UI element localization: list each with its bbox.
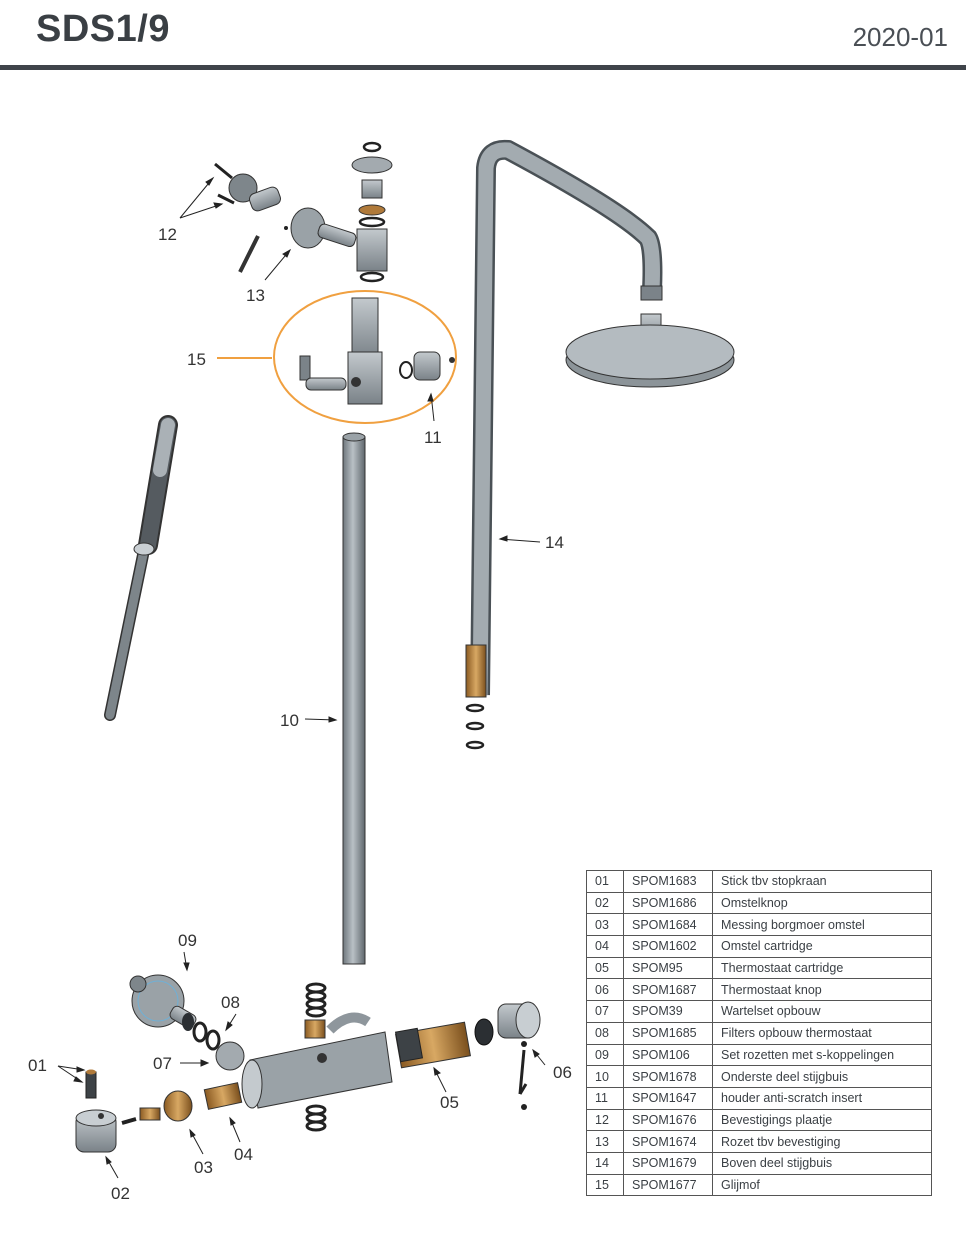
- callout-10: 10: [280, 711, 299, 730]
- part-number: 13: [586, 1130, 624, 1153]
- part-number: 06: [586, 978, 624, 1002]
- part-description: houder anti-scratch insert: [712, 1086, 932, 1110]
- callout-15: 15: [187, 350, 206, 369]
- callout-08: 08: [221, 993, 240, 1012]
- part-number: 10: [586, 1065, 624, 1088]
- callout-13: 13: [246, 286, 265, 305]
- part-description: Filters opbouw thermostaat: [712, 1021, 932, 1045]
- part-description: Glijmof: [712, 1173, 932, 1197]
- callout-02: 02: [111, 1184, 130, 1203]
- part-description: Rozet tbv bevestiging: [712, 1130, 932, 1153]
- part-description: Wartelset opbouw: [712, 1000, 932, 1023]
- callout-14: 14: [545, 533, 564, 552]
- rosette-part: [284, 207, 357, 249]
- part-number: 03: [586, 913, 624, 937]
- part-description: Bevestigings plaatje: [712, 1108, 932, 1132]
- part-code: SPOM95: [623, 956, 713, 980]
- part-code: SPOM1685: [623, 1021, 713, 1045]
- callout-07: 07: [153, 1054, 172, 1073]
- part-description: Omstel cartridge: [712, 935, 932, 958]
- part-description: Onderste deel stijgbuis: [712, 1065, 932, 1088]
- part-number: 15: [586, 1173, 624, 1197]
- callout-12: 12: [158, 225, 177, 244]
- part-code: SPOM1647: [623, 1086, 713, 1110]
- part-code: SPOM39: [623, 1000, 713, 1023]
- part-number: 08: [586, 1021, 624, 1045]
- part-code: SPOM1679: [623, 1151, 713, 1175]
- part-number: 14: [586, 1151, 624, 1175]
- leader-lines: [57, 176, 546, 1179]
- page-header: SDS1/9 2020-01: [0, 0, 966, 70]
- callout-06: 06: [553, 1063, 572, 1082]
- part-code: SPOM1677: [623, 1173, 713, 1197]
- part-description: Boven deel stijgbuis: [712, 1151, 932, 1175]
- part-code: SPOM1687: [623, 978, 713, 1002]
- thermostat-mixer-assembly: [75, 974, 541, 1153]
- mounting-plate-parts: [214, 162, 281, 273]
- part-code: SPOM1676: [623, 1108, 713, 1132]
- part-description: Stick tbv stopkraan: [712, 870, 932, 893]
- header-rule: [0, 65, 966, 70]
- callout-04: 04: [234, 1145, 253, 1164]
- callout-05: 05: [440, 1093, 459, 1112]
- part-number: 01: [586, 870, 624, 893]
- part-code: SPOM1686: [623, 891, 713, 915]
- part-description: Thermostaat knop: [712, 978, 932, 1002]
- part-number: 07: [586, 1000, 624, 1023]
- revision-date: 2020-01: [852, 22, 948, 52]
- part-number: 04: [586, 935, 624, 958]
- part-description: Messing borgmoer omstel: [712, 913, 932, 937]
- callout-01: 01: [28, 1056, 47, 1075]
- part-number: 05: [586, 956, 624, 980]
- part-code: SPOM106: [623, 1043, 713, 1067]
- part-description: Thermostaat cartridge: [712, 956, 932, 980]
- hand-shower: [104, 415, 178, 721]
- part-description: Omstelknop: [712, 891, 932, 915]
- upper-riser-pipe: [465, 139, 663, 750]
- shower-head: [565, 313, 735, 388]
- part-code: SPOM1683: [623, 870, 713, 893]
- callout-09: 09: [178, 931, 197, 950]
- part-number: 12: [586, 1108, 624, 1132]
- page-title: SDS1/9: [36, 8, 170, 50]
- part-code: SPOM1678: [623, 1065, 713, 1088]
- part-description: Set rozetten met s-koppelingen: [712, 1043, 932, 1067]
- part-number: 02: [586, 891, 624, 915]
- part-code: SPOM1684: [623, 913, 713, 937]
- lower-riser-pipe: [342, 432, 366, 965]
- callout-11: 11: [424, 428, 442, 447]
- upper-spring: [305, 982, 327, 1018]
- part-code: SPOM1674: [623, 1130, 713, 1153]
- part-number: 09: [586, 1043, 624, 1067]
- lower-spring: [305, 1104, 327, 1132]
- top-connector-stack: [351, 141, 393, 283]
- sliding-sleeve: [273, 290, 457, 424]
- callout-03: 03: [194, 1158, 213, 1177]
- part-code: SPOM1602: [623, 935, 713, 958]
- part-number: 11: [586, 1086, 624, 1110]
